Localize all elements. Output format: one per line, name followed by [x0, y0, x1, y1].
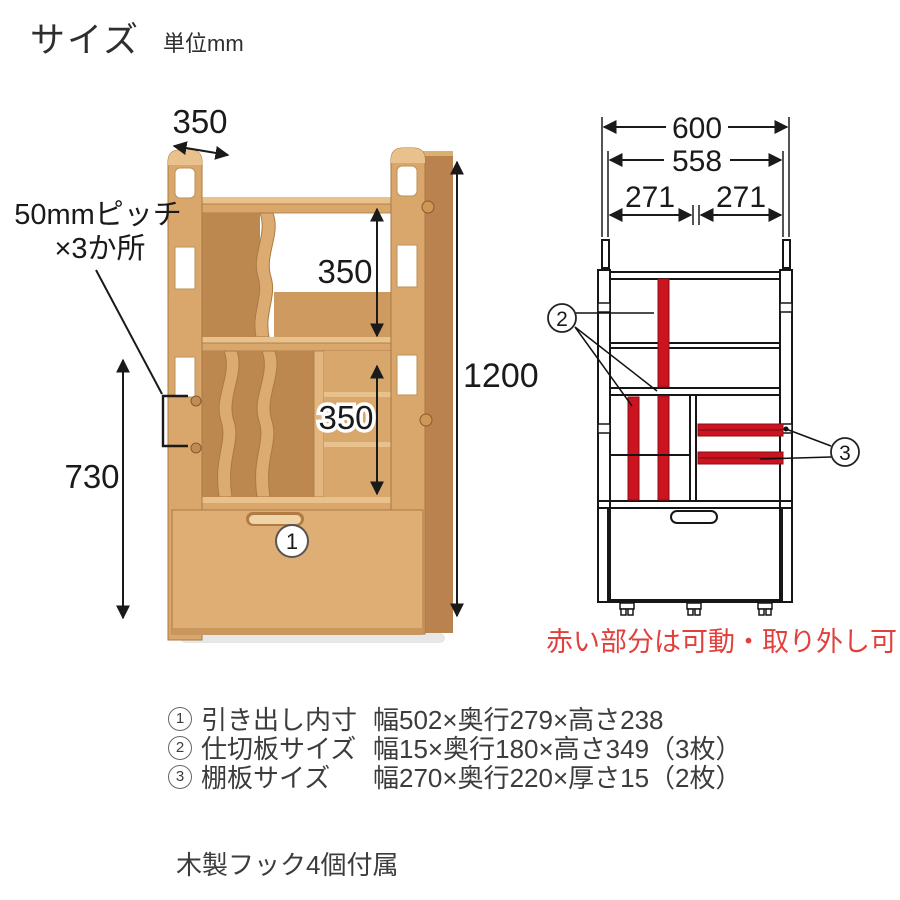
left-window-cutout-2: [174, 356, 196, 398]
depth-label: 350: [172, 103, 227, 140]
inner-width-label: 558: [672, 145, 722, 178]
spec-label-3: 棚板サイズ: [201, 763, 331, 793]
red-shelf-mid-lines: [698, 429, 783, 459]
caster-3: [757, 602, 773, 616]
base-shelf-edge: [200, 503, 393, 510]
spec-label-2: 仕切板サイズ: [201, 734, 357, 764]
total-height-label: 1200: [463, 357, 539, 395]
upper-back-panel: [202, 213, 260, 337]
unit-note: 単位mm: [163, 31, 244, 56]
width-dimension-labels: 600 558 271 271: [625, 112, 766, 214]
dimension-drawing-figure: 600 558 271 271: [546, 112, 897, 657]
left-hook-peg-1: [190, 395, 202, 407]
right-window-cutout-1: [396, 244, 418, 288]
red-divider-lower-2: [657, 395, 670, 501]
base-line: [597, 500, 793, 509]
lower-shelf-label: 350: [318, 399, 373, 436]
middle-shelf-surface: [200, 337, 393, 343]
shelf-badge-number: 3: [839, 442, 851, 465]
left-half-label: 271: [625, 181, 675, 214]
left-post: [597, 269, 611, 603]
small-shelf-1-edge: [324, 397, 391, 404]
left-handle-cutout: [174, 167, 196, 199]
left-hook-peg-2: [190, 442, 202, 454]
pitch-leader-line: [95, 269, 163, 395]
right-window-cutout-2: [396, 354, 418, 396]
divider-badge: 2: [547, 303, 577, 333]
right-top-peg: [782, 239, 791, 269]
spec-badge-2: 2: [168, 735, 192, 760]
spec-value-3: 幅270×奥行220×厚さ15（2枚）: [373, 763, 742, 793]
middle-shelf-edge: [199, 342, 394, 352]
drawer-outline: [607, 507, 783, 601]
drawer-handle-lip: [249, 515, 301, 524]
spec-badge-3: 3: [168, 764, 192, 789]
red-parts-caption: 赤い部分は可動・取り外し可: [546, 627, 897, 657]
lower-partition-line: [689, 394, 697, 502]
drawer-badge-number: 1: [286, 529, 298, 554]
product-photo-figure: 1 350 350 350 1200 730 50mmピッチ ×3か所: [14, 100, 542, 643]
caster-1: [619, 602, 635, 616]
spec-row-shelf: 3 棚板サイズ 幅270×奥行220×厚さ15（2枚）: [168, 762, 742, 793]
drawer-handle-outline: [670, 510, 718, 524]
upper-shelf-label: 350: [317, 253, 372, 290]
width-dimension-lines: [602, 120, 789, 222]
caster-2: [686, 602, 702, 616]
drawer: 1: [171, 509, 424, 635]
right-handle-cutout: [396, 165, 418, 197]
page-title: サイズ: [30, 21, 140, 60]
pitch-bracket: [161, 394, 188, 448]
removable-red-parts: [627, 278, 784, 501]
spec-badge-1: 1: [168, 706, 192, 731]
pitch-note-line2: ×3か所: [54, 233, 145, 265]
spec-row-divider: 2 仕切板サイズ 幅15×奥行180×高さ349（3枚）: [168, 733, 742, 764]
depth-arrow: [172, 141, 230, 160]
front-view-outline: [597, 239, 793, 603]
floor-shadow: [180, 633, 445, 643]
upper-back-rail: [274, 292, 392, 337]
mid-shelf-line: [609, 342, 781, 349]
photo-dimension-labels: 350 350 350 1200 730 50mmピッチ ×3か所: [14, 100, 542, 499]
spec-row-drawer: 1 引き出し内寸 幅502×奥行279×高さ238: [168, 704, 742, 735]
base-shelf-surface: [200, 497, 393, 503]
width-extension-lines: [601, 117, 790, 237]
spec-value-2: 幅15×奥行180×高さ349（3枚）: [373, 734, 742, 764]
red-divider-lower-1: [627, 396, 640, 501]
spec-list: 1 引き出し内寸 幅502×奥行279×高さ238 2 仕切板サイズ 幅15×奥…: [168, 704, 742, 793]
divider-badge-number: 2: [556, 308, 568, 331]
right-hook-peg-2: [419, 413, 433, 427]
side-top-edge: [423, 151, 453, 158]
shelf-badge: 3: [830, 437, 860, 467]
wooden-shelf-photo: 1: [167, 147, 453, 643]
photo-dimension-lines: [95, 141, 464, 620]
left-top-peg: [601, 239, 610, 269]
pitch-note-line1: 50mmピッチ: [14, 199, 182, 231]
top-shelf-edge: [199, 203, 394, 214]
right-side-face: [423, 156, 453, 633]
right-half-label: 271: [716, 181, 766, 214]
red-divider-top: [657, 278, 670, 388]
small-shelf-2: [324, 442, 391, 447]
spec-label-1: 引き出し内寸: [201, 705, 358, 735]
right-hook-peg-1: [421, 200, 435, 214]
hook-ticks-and-casters: [597, 302, 793, 616]
outer-width-label: 600: [672, 112, 722, 145]
top-shelf-surface: [200, 197, 393, 204]
drawer-number-badge: 1: [275, 524, 309, 558]
section-divider-line: [609, 387, 781, 396]
left-window-cutout-1: [174, 246, 196, 290]
small-shelf-2-edge: [324, 447, 391, 454]
callout-leaders: [574, 312, 832, 460]
footnote: 木製フック4個付属: [176, 850, 399, 880]
small-shelf-1: [324, 392, 391, 397]
top-rail: [609, 271, 781, 280]
spec-value-1: 幅502×奥行279×高さ238: [373, 705, 664, 735]
pitch-span-label: 730: [64, 458, 119, 495]
